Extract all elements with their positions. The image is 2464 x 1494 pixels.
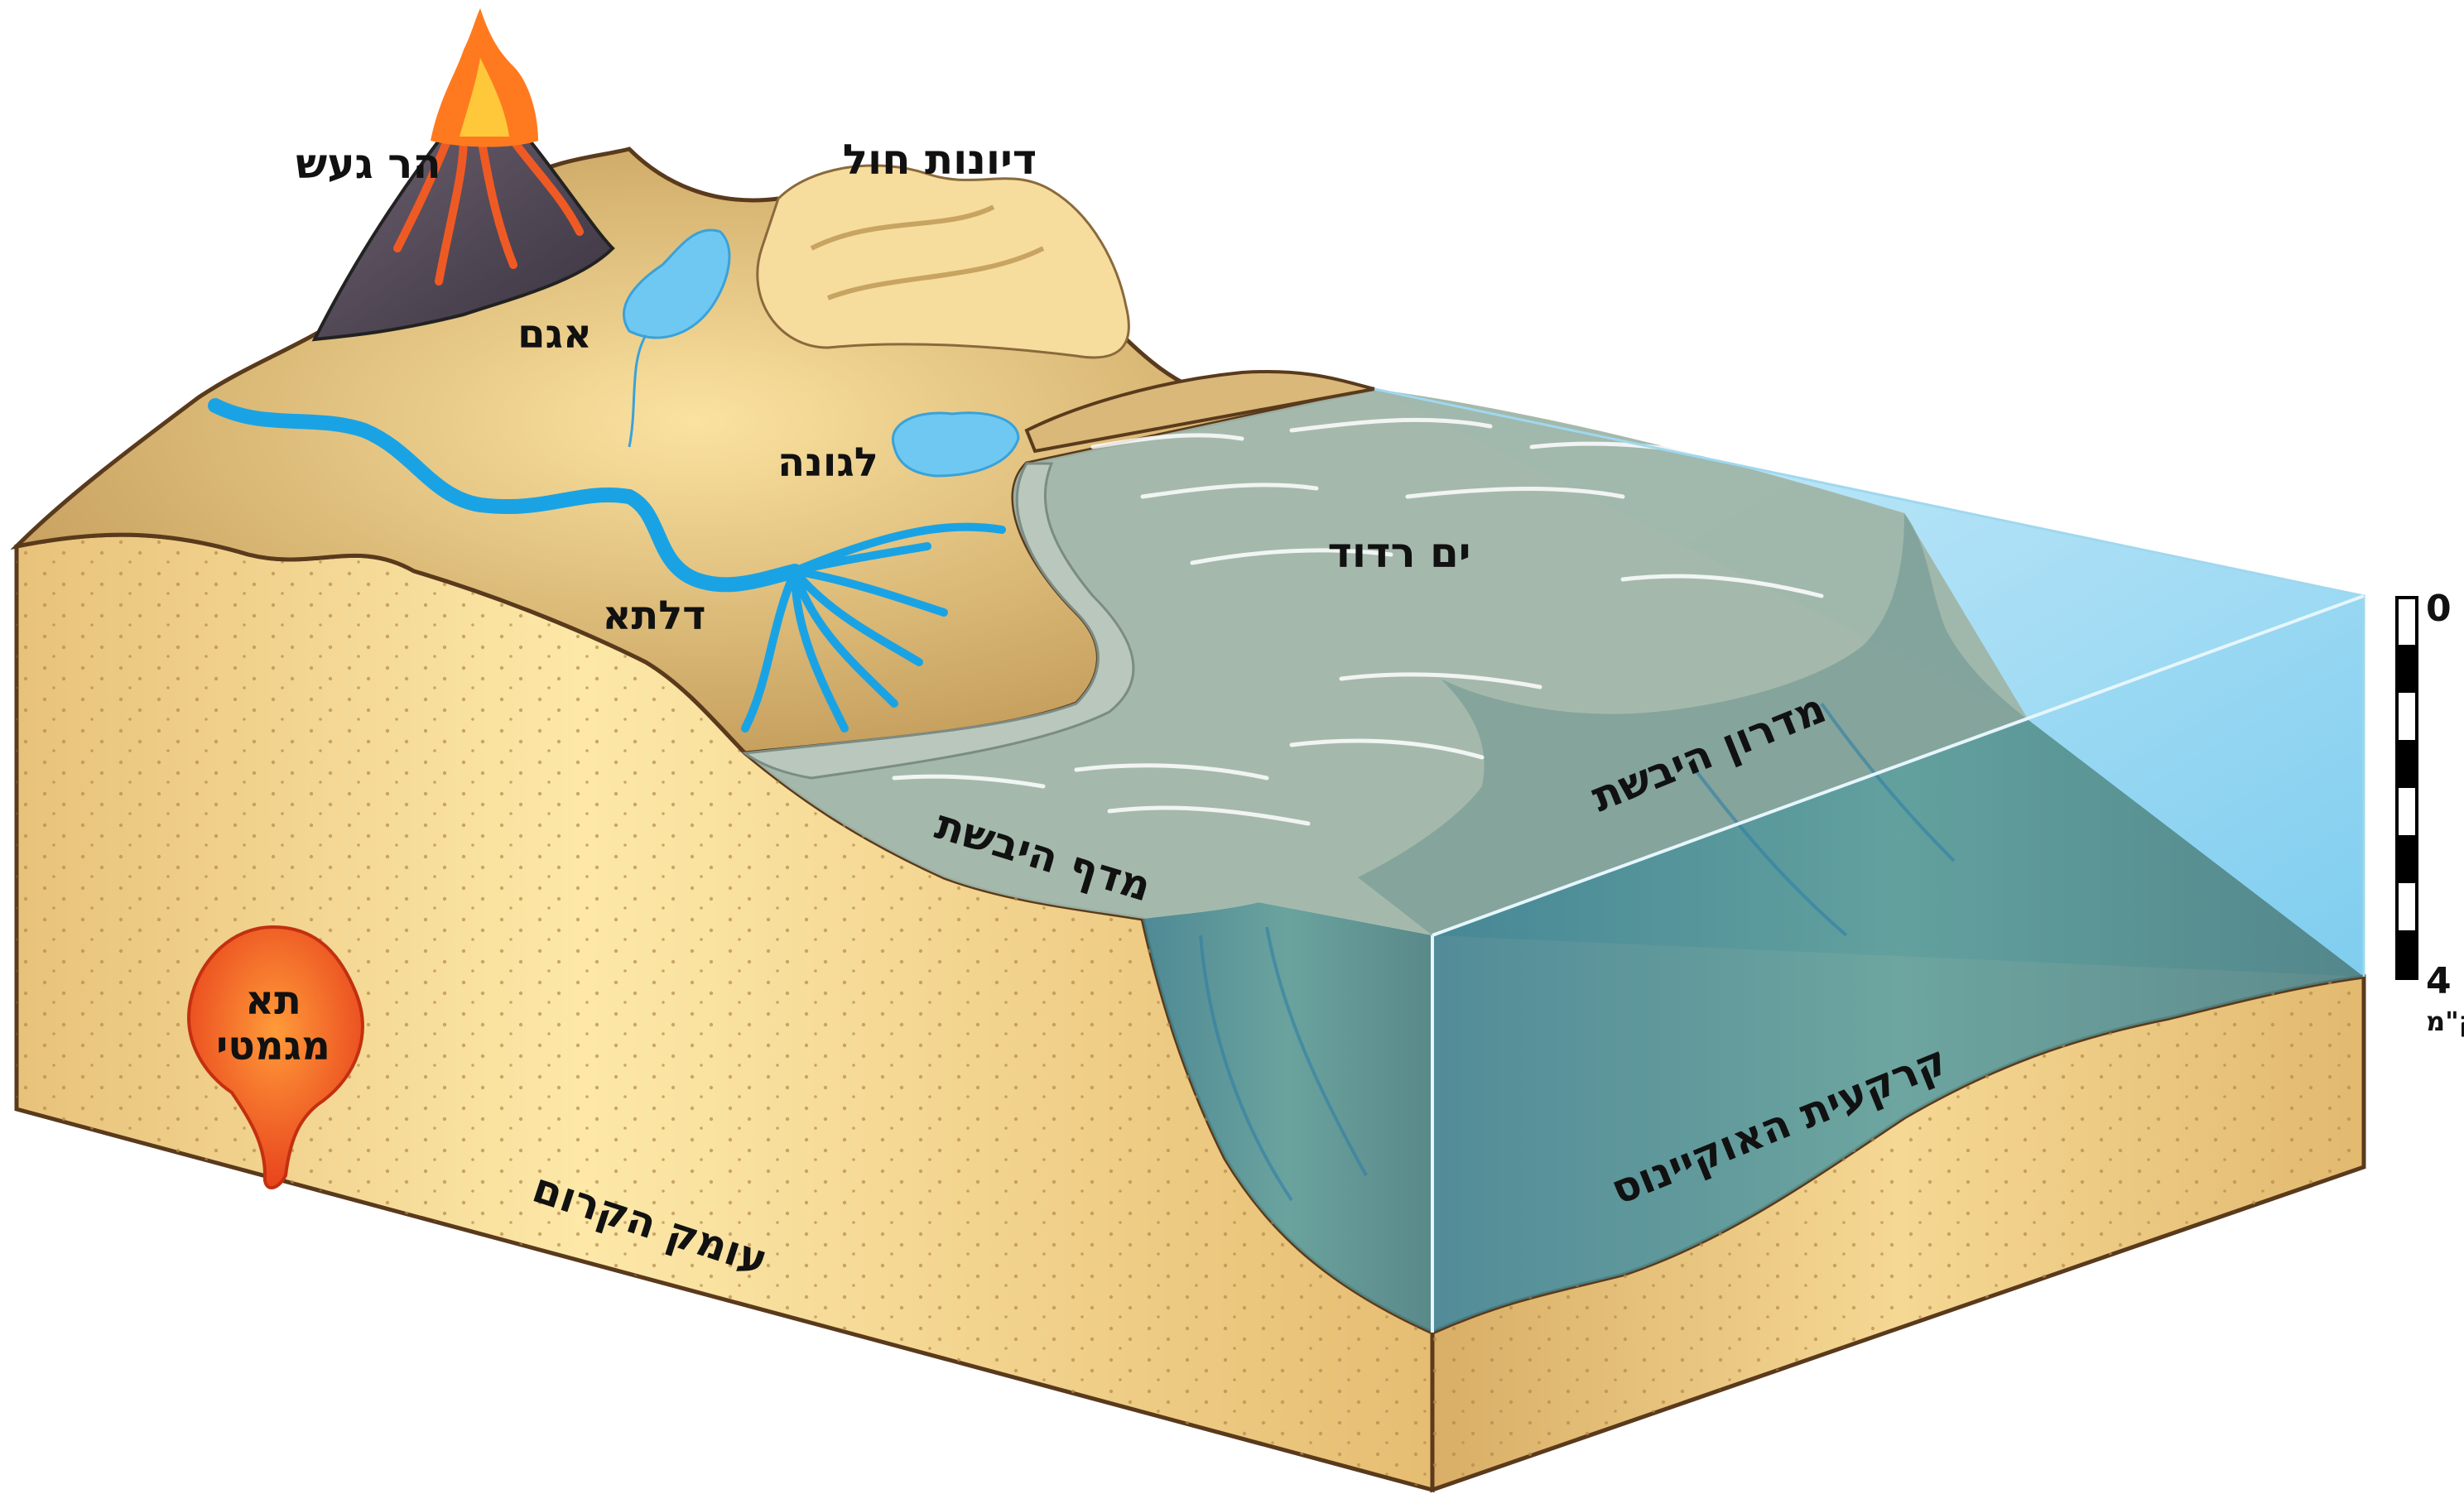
sand-dunes: [758, 166, 1129, 358]
label-lagoon: לגונה: [777, 440, 878, 486]
depth-scale: [2397, 598, 2417, 978]
scale-unit: ק"מ: [2426, 1006, 2464, 1037]
label-lake: אגם: [517, 311, 592, 358]
label-delta: דלתא: [603, 593, 706, 639]
label-magma-chamber-2: מגמטי: [216, 1023, 330, 1069]
label-magma-chamber-1: תא: [245, 978, 301, 1024]
scale-bottom-value: 4: [2426, 960, 2452, 1002]
label-volcano: הר געש: [296, 140, 440, 188]
scale-top-value: 0: [2426, 588, 2452, 630]
label-shallow-sea: ים רדוד: [1328, 529, 1471, 577]
label-dunes: דיונות חול: [843, 136, 1037, 184]
